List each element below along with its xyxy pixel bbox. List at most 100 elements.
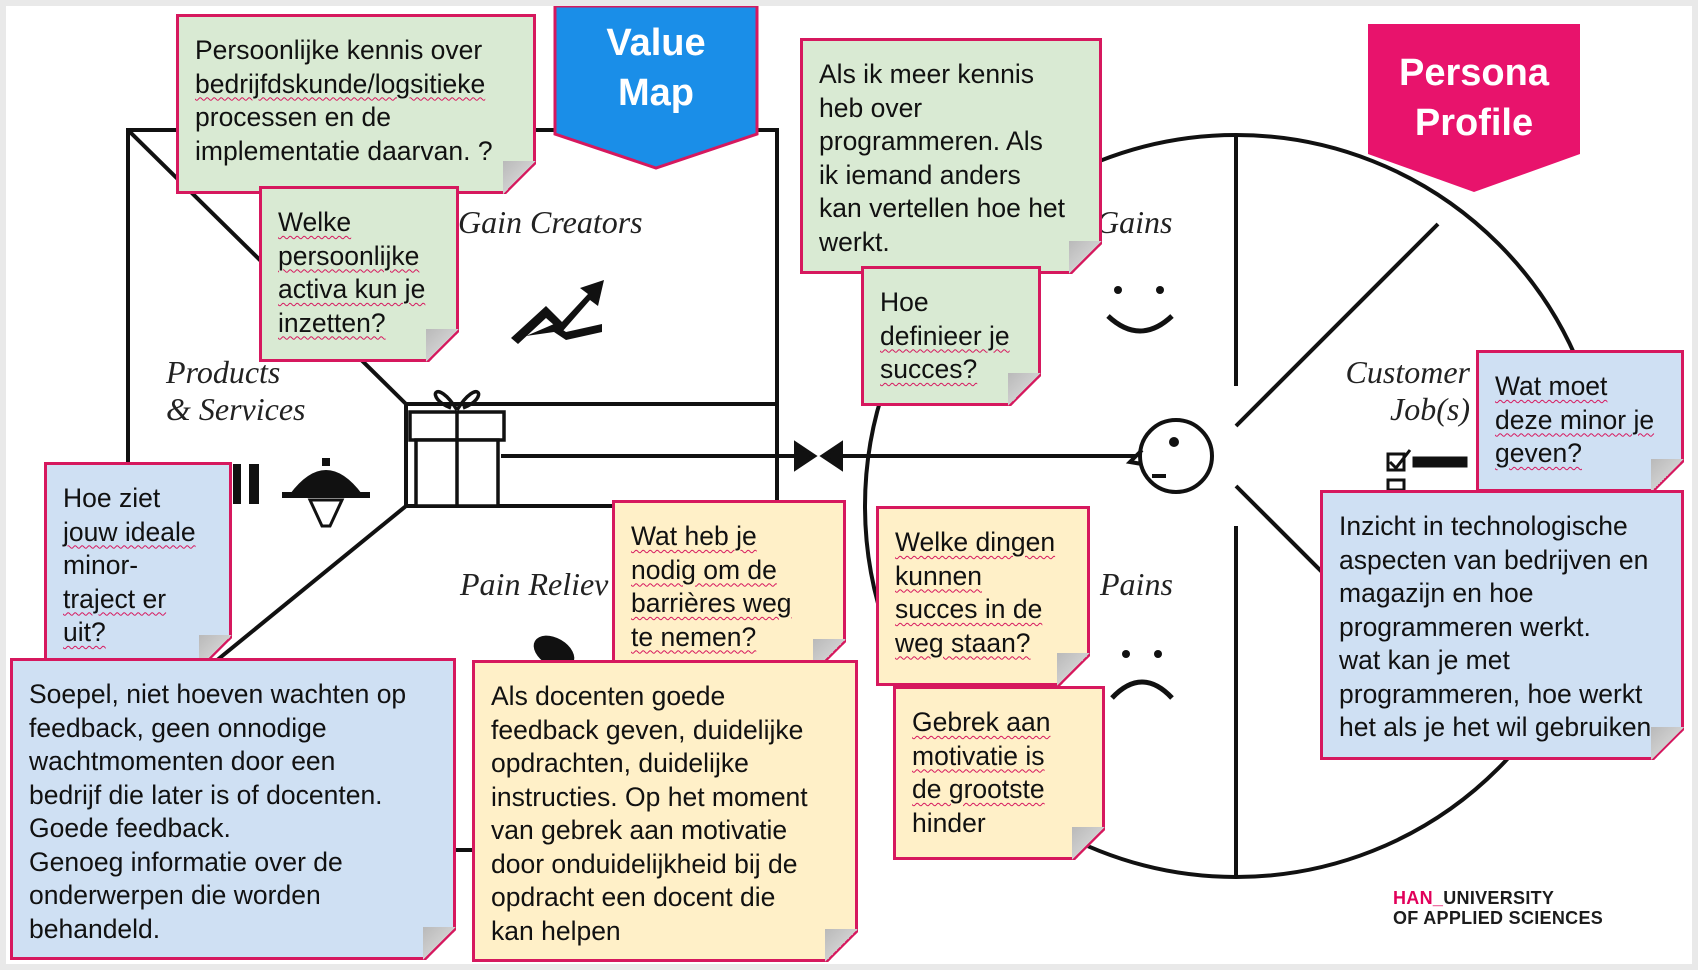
logo-line2: OF APPLIED SCIENCES bbox=[1393, 908, 1604, 928]
pain-relievers-label: Pain Reliev bbox=[460, 566, 609, 602]
note-line: Genoeg informatie over de bbox=[29, 846, 343, 877]
note-soepel: Soepel, niet hoeven wachten op feedback,… bbox=[10, 658, 456, 960]
note-line: feedback geven, duidelijke bbox=[491, 714, 804, 745]
note-minor-geven: Wat moet deze minor je geven? bbox=[1476, 350, 1684, 492]
note-line: inzetten? bbox=[278, 307, 386, 338]
trend-arrow-icon bbox=[511, 280, 604, 344]
note-line: geven? bbox=[1495, 438, 1582, 468]
note-line: implementatie daarvan. ? bbox=[195, 135, 493, 166]
note-inzicht: Inzicht in technologische aspecten van b… bbox=[1320, 490, 1684, 760]
customer-face-icon bbox=[1125, 418, 1214, 494]
note-line: ik iemand anders bbox=[819, 159, 1021, 190]
jobs-label-line: Job(s) bbox=[1390, 390, 1470, 427]
note-line: het als je het wil gebruiken. bbox=[1339, 712, 1659, 742]
note-line: onderwerpen die worden bbox=[29, 880, 321, 910]
note-line: nodig om de bbox=[631, 554, 777, 585]
note-line: programmeren, hoe werkt bbox=[1339, 678, 1643, 709]
logo-line1: HAN_UNIVERSITY bbox=[1393, 888, 1603, 908]
frown-icon bbox=[1110, 650, 1174, 700]
note-line: hinder bbox=[912, 807, 986, 838]
logo-han: HAN_ bbox=[1393, 888, 1444, 908]
note-line: kan helpen bbox=[491, 915, 621, 946]
note-barrieres: Wat heb je nodig om de barrières weg te … bbox=[612, 500, 846, 672]
note-line: Wat heb je bbox=[631, 521, 757, 551]
han-university-logo: HAN_UNIVERSITY OF APPLIED SCIENCES bbox=[1393, 888, 1603, 928]
note-meer-kennis: Als ik meer kennis heb over programmeren… bbox=[800, 38, 1102, 274]
gains-label: Gains bbox=[1096, 204, 1173, 240]
note-line: Inzicht in technologische bbox=[1339, 511, 1628, 541]
note-line: succes in de bbox=[895, 594, 1043, 624]
note-docenten: Als docenten goede feedback geven, duide… bbox=[472, 660, 858, 962]
note-line: Goede feedback. bbox=[29, 813, 231, 843]
note-line: van gebrek aan motivatie bbox=[491, 815, 788, 845]
note-line: weg staan? bbox=[895, 627, 1031, 658]
note-line: aspecten van bedrijven en bbox=[1339, 544, 1649, 575]
note-line: wat kan je met bbox=[1339, 645, 1510, 675]
note-line: instructies. Op het moment bbox=[491, 781, 808, 812]
logo-university: UNIVERSITY bbox=[1443, 888, 1555, 908]
note-line: Welke bbox=[278, 207, 352, 237]
persona-title-line1: Persona bbox=[1399, 52, 1549, 94]
note-line: programmeren werkt. bbox=[1339, 611, 1591, 642]
note-line: kan vertellen hoe het bbox=[819, 193, 1066, 223]
note-line: kunnen bbox=[895, 560, 982, 591]
note-line: activa kun je bbox=[278, 274, 426, 304]
note-line: feedback, geen onnodige bbox=[29, 712, 327, 743]
note-line: processen en de bbox=[195, 102, 391, 132]
persona-profile-banner: Persona Profile bbox=[1368, 36, 1580, 148]
note-line: jouw ideale bbox=[63, 516, 196, 547]
value-map-title-line2: Map bbox=[618, 72, 694, 114]
note-kennis-bedrijfskunde: Persoonlijke kennis over bedrijfdskunde/… bbox=[176, 14, 536, 194]
note-line: succes? bbox=[880, 354, 978, 384]
note-line: programmeren. Als bbox=[819, 126, 1043, 156]
serving-cloche-icon bbox=[282, 458, 370, 528]
note-line: bedrijf die later is of docenten. bbox=[29, 779, 383, 810]
note-line: Soepel, niet hoeven wachten op bbox=[29, 679, 407, 709]
canvas-slide: Gain Creators Products & Services Pain R… bbox=[6, 6, 1692, 964]
customer-jobs-label: Customer Job(s) bbox=[1340, 354, 1470, 428]
note-line: te nemen? bbox=[631, 621, 757, 652]
persona-title-line2: Profile bbox=[1414, 102, 1534, 144]
value-map-banner: Value Map bbox=[552, 6, 760, 118]
note-line: magazijn en hoe bbox=[1339, 578, 1534, 608]
note-line: Wat moet bbox=[1495, 371, 1608, 401]
note-line: bedrijfdskunde/logsitieke bbox=[195, 68, 486, 99]
note-line: Als docenten goede bbox=[491, 681, 726, 711]
value-map-banner-shape bbox=[553, 6, 759, 170]
note-line: Persoonlijke kennis over bbox=[195, 35, 483, 65]
note-line: werkt. bbox=[819, 226, 890, 257]
note-persoonlijke-activa: Welke persoonlijke activa kun je inzette… bbox=[259, 186, 459, 362]
note-dingen: Welke dingen kunnen succes in de weg sta… bbox=[876, 506, 1090, 686]
smiley-icon bbox=[1106, 286, 1174, 334]
note-line: opdrachten, duidelijke bbox=[491, 748, 749, 778]
note-line: wachtmomenten door een bbox=[29, 746, 336, 776]
note-line: behandeld. bbox=[29, 913, 161, 944]
gain-creators-label: Gain Creators bbox=[458, 204, 643, 240]
connecting-arrows bbox=[501, 440, 1136, 472]
value-map-title-line1: Value bbox=[606, 22, 706, 64]
persona-profile-banner-shape bbox=[1368, 24, 1580, 192]
note-line: Hoe ziet bbox=[63, 483, 161, 513]
note-line: opdracht een docent die bbox=[491, 882, 776, 912]
customer-label-line: Customer bbox=[1345, 354, 1470, 390]
note-line: barrières weg bbox=[631, 588, 792, 618]
note-ideale-minor: Hoe ziet jouw ideale minor- traject er u… bbox=[44, 462, 232, 668]
note-line: traject er bbox=[63, 583, 167, 614]
note-line: definieer je bbox=[880, 320, 1010, 351]
note-succes: Hoe definieer je succes? bbox=[861, 266, 1041, 406]
note-line: Welke dingen bbox=[895, 527, 1056, 557]
note-motivatie: Gebrek aan motivatie is de grootste hind… bbox=[893, 686, 1105, 860]
note-line: deze minor je bbox=[1495, 404, 1655, 435]
note-line: Gebrek aan bbox=[912, 707, 1051, 737]
note-line: Als ik meer kennis bbox=[819, 59, 1035, 89]
note-line: Hoe bbox=[880, 287, 929, 317]
note-line: de grootste bbox=[912, 774, 1045, 804]
note-line: heb over bbox=[819, 92, 923, 123]
note-line: motivatie is bbox=[912, 740, 1045, 771]
products-services-label: Products & Services bbox=[166, 354, 306, 428]
note-line: uit? bbox=[63, 617, 106, 647]
services-label-line: & Services bbox=[166, 390, 306, 427]
pains-label: Pains bbox=[1100, 566, 1173, 602]
note-line: door onduidelijkheid bij de bbox=[491, 848, 798, 879]
note-line: minor- bbox=[63, 550, 139, 580]
